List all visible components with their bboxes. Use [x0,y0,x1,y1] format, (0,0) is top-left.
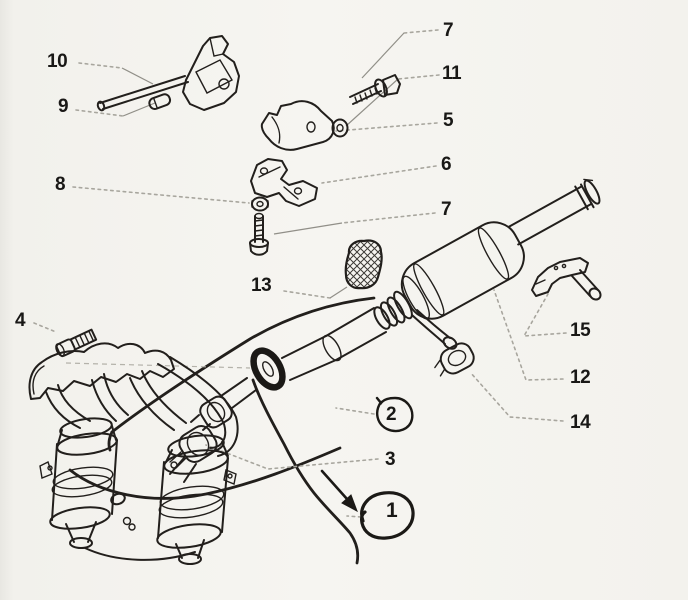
arrow-to-1 [320,469,358,513]
callout-13: 13 [251,275,272,296]
callout-2: 2 [386,404,397,425]
spacer-bush [148,93,172,110]
intermediate-pipe [281,307,387,381]
callout-14: 14 [570,412,591,433]
callout-3: 3 [385,449,396,470]
callout-7-upper: 7 [443,20,454,41]
washer [331,118,349,138]
callout-7-lower: 7 [441,199,452,220]
callout-1: 1 [386,499,398,522]
front-pipe-flange [250,347,286,391]
hex-nut [251,196,269,212]
pipe-clamp [434,342,475,377]
callout-8: 8 [55,174,66,195]
callout-15: 15 [570,320,591,341]
muffler-hanger-pin [411,309,458,350]
hanger-rod-assembly [96,35,240,112]
callout-4: 4 [15,310,26,331]
flex-coupling [373,290,413,330]
callout-6: 6 [441,154,452,175]
tailpipe [507,178,601,246]
callout-11: 11 [442,63,462,84]
callout-12: 12 [570,367,591,388]
callout-circle-2 [375,396,414,433]
pipe-joint-rings [169,377,257,483]
catalytic-converters [39,417,237,565]
leader-lines [33,29,567,518]
exhaust-manifold [28,342,239,457]
manifold-bolt [55,328,98,358]
muffler-hanger-bracket [531,257,602,301]
callout-10: 10 [47,51,68,72]
support-bracket [250,158,318,207]
hex-bolt-upper [349,74,401,105]
callout-circle-1 [360,491,415,540]
hex-bolt-lower [249,212,269,256]
mount-clamp [260,100,335,151]
callout-5: 5 [443,110,454,131]
rubber-mount [344,239,383,290]
callout-9: 9 [58,96,69,117]
